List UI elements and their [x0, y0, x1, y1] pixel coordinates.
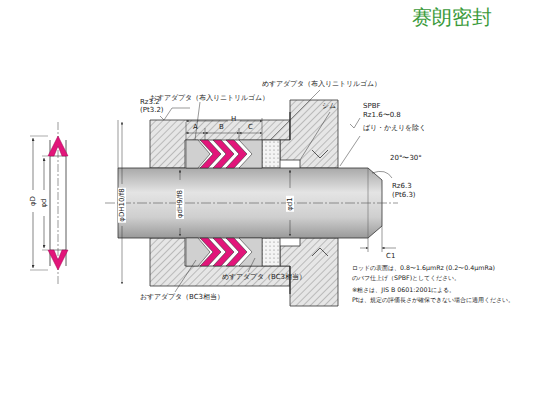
note-text: ロッドの表面は、0.8〜1.6μmRz (0.2〜0.4μmRa)	[352, 264, 495, 271]
part-name: おすアダプタ（布入りニトリルゴム）	[150, 94, 269, 102]
note-text: Ptは、規定の評価長さが確保できない場合に適用ください。	[352, 296, 514, 303]
roughness-note: Rz3.2	[140, 98, 160, 106]
part-name: めすアダプタ（BC3相当）	[222, 273, 306, 281]
finish-note: SPBF	[363, 102, 381, 110]
part-name: めすアダプタ（布入りニトリルゴム）	[262, 80, 381, 88]
rod	[105, 168, 398, 238]
v-packing-set	[186, 140, 262, 266]
roughness-note: Rz6.3	[392, 182, 412, 190]
roughness-note: (Pt6.3)	[392, 191, 416, 199]
note-text: ※粗さは、JIS B 0601:2001による。	[352, 286, 455, 293]
dimension-label: φDH10/f8	[118, 187, 126, 222]
angle-dimension: 20°〜30°	[390, 154, 422, 162]
dimension-letter: A	[193, 123, 198, 131]
chamfer-label: C1	[386, 252, 395, 260]
dimension-letter: H	[231, 115, 236, 123]
dimension-label: φD	[29, 195, 37, 207]
part-name: シム	[322, 102, 336, 110]
dimension-label: φd	[40, 197, 48, 208]
watermark: 赛朗密封	[412, 6, 492, 29]
part-name: おすアダプタ（BC3相当）	[140, 293, 224, 301]
dimension-label: φd1	[286, 196, 294, 212]
dimension-letter: B	[219, 123, 224, 131]
dimension-letter: C	[248, 123, 253, 131]
dimension-lines	[118, 90, 396, 292]
note-text: のバフ仕上げ（SPBF)としてください。	[352, 274, 460, 281]
finish-note: Rz1.6〜0.8	[363, 111, 401, 119]
finish-note: ばり・かえりを除く	[363, 124, 426, 132]
roughness-note: (Pt3.2)	[140, 106, 164, 114]
dimension-label: φdH9/f8	[176, 189, 184, 219]
